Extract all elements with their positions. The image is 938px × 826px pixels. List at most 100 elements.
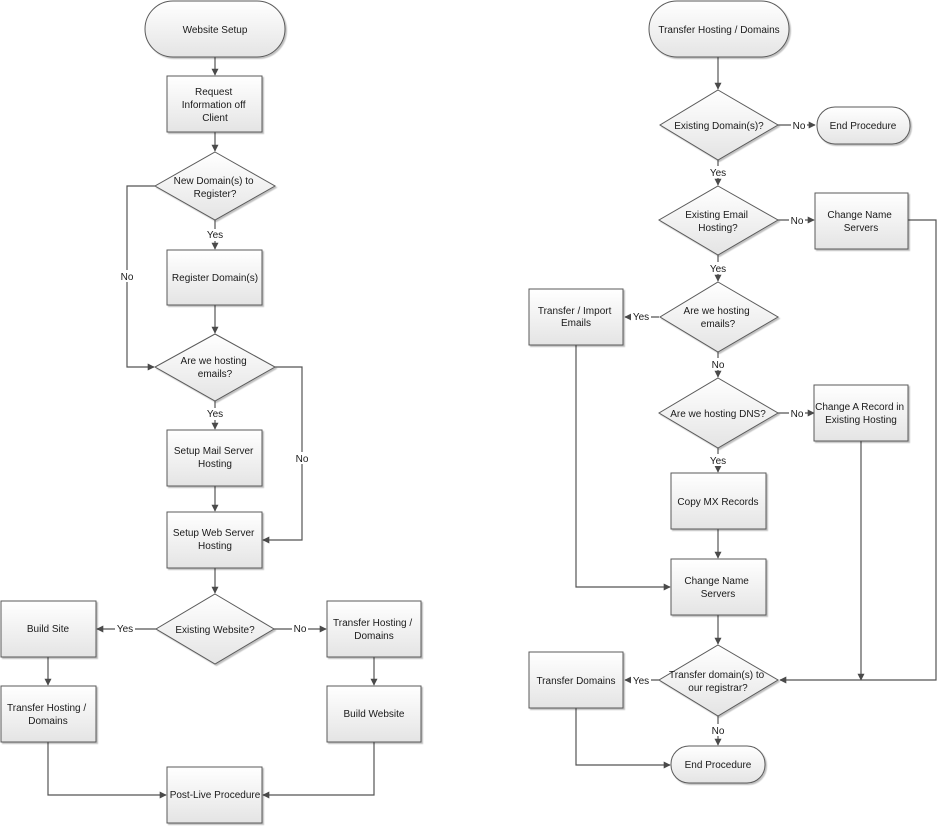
node-request-info[interactable]: Request Information off Client — [166, 75, 263, 133]
label-bg — [115, 623, 135, 635]
node-label: Change Name Servers — [827, 210, 894, 234]
label-line: Hosting — [198, 541, 232, 552]
label-line: Client — [202, 113, 228, 124]
label-line: Transfer domain(s) to — [669, 670, 765, 681]
edge-label-no: No — [121, 272, 134, 283]
label-line: Servers — [844, 223, 878, 234]
node-transfer-hosting-start[interactable]: Transfer Hosting / Domains — [648, 0, 790, 58]
label-line: Transfer Hosting / — [333, 618, 412, 629]
node-label: Transfer Hosting / Domains — [7, 703, 89, 727]
node-change-ns-top[interactable]: Change Name Servers — [814, 192, 909, 250]
node-transfer-domains[interactable]: Transfer Domains — [528, 651, 624, 709]
label-line: Setup Mail Server — [174, 446, 254, 457]
node-transfer-hosting-right[interactable]: Transfer Hosting / Domains — [326, 600, 422, 658]
decision-existing-domains[interactable]: Existing Domain(s)? — [659, 89, 779, 161]
label-bg — [294, 452, 310, 464]
process-shape — [166, 511, 263, 569]
node-post-live[interactable]: Post-Live Procedure — [166, 766, 263, 824]
node-copy-mx[interactable]: Copy MX Records — [670, 472, 767, 530]
label-bg — [789, 407, 805, 419]
node-label: Change Name Servers — [684, 576, 751, 600]
node-label: Existing Domain(s)? — [674, 121, 764, 132]
node-label: Existing Website? — [175, 625, 255, 636]
node-label: Request Information off Client — [182, 87, 249, 124]
decision-transfer-domains[interactable]: Transfer domain(s) to our registrar? — [658, 644, 779, 717]
decision-shape — [658, 377, 779, 449]
label-line: Are we hosting — [181, 356, 247, 367]
label-line: Servers — [701, 589, 735, 600]
node-setup-web[interactable]: Setup Web Server Hosting — [166, 511, 263, 569]
edge-label-no: No — [296, 454, 309, 465]
edge-labels-right: No Yes No Yes Yes No No Yes Yes No — [631, 119, 807, 737]
decision-shape — [659, 281, 779, 353]
decision-hosting-emails-left[interactable]: Are we hosting emails? — [153, 333, 277, 402]
edge-transfer-to-post-live — [47, 742, 167, 799]
node-label: New Domain(s) to Register? — [174, 176, 257, 200]
label-bg — [791, 119, 807, 131]
label-line: Transfer Hosting / — [7, 703, 86, 714]
edge-label-no: No — [793, 121, 806, 132]
node-build-site[interactable]: Build Site — [0, 600, 97, 658]
node-end-procedure-bottom[interactable]: End Procedure — [670, 745, 766, 784]
label-bg — [710, 358, 726, 370]
node-change-a-record[interactable]: Change A Record in Existing Hosting — [813, 384, 909, 442]
label-bg — [119, 270, 135, 282]
process-shape — [528, 288, 624, 346]
label-line: emails? — [198, 369, 233, 380]
decision-existing-website[interactable]: Existing Website? — [155, 593, 275, 665]
process-shape — [326, 600, 422, 658]
node-label: Setup Web Server Hosting — [173, 528, 257, 552]
process-shape — [166, 766, 263, 824]
node-label: Transfer Hosting / Domains — [658, 25, 779, 36]
connectors-left — [44, 57, 378, 799]
process-shape — [813, 384, 909, 442]
terminator-shape — [670, 745, 766, 784]
label-line: Hosting — [198, 459, 232, 470]
node-build-website[interactable]: Build Website — [326, 685, 422, 743]
edge-label-yes: Yes — [207, 409, 223, 420]
label-line: Domains — [28, 716, 67, 727]
decision-hosting-emails-right[interactable]: Are we hosting emails? — [659, 281, 779, 353]
label-bg — [708, 454, 728, 466]
node-label: Setup Mail Server Hosting — [174, 446, 256, 470]
label-bg — [708, 166, 728, 178]
edge-transfer-import-to-change-ns-b — [575, 345, 671, 591]
node-register-domains[interactable]: Register Domain(s) — [166, 249, 263, 306]
node-label: Transfer Domains — [536, 676, 615, 687]
terminator-shape — [816, 106, 911, 145]
process-shape — [0, 600, 97, 658]
decision-existing-email[interactable]: Existing Email Hosting? — [658, 185, 780, 256]
node-transfer-import[interactable]: Transfer / Import Emails — [528, 288, 624, 346]
decision-new-domains[interactable]: New Domain(s) to Register? — [153, 151, 277, 221]
decision-shape — [658, 644, 779, 717]
edge-label-yes: Yes — [710, 168, 726, 179]
label-line: Change Name — [684, 576, 749, 587]
edge-label-no: No — [791, 216, 804, 227]
label-line: our registrar? — [688, 683, 748, 694]
label-bg — [631, 674, 651, 686]
decision-hosting-dns[interactable]: Are we hosting DNS? — [658, 377, 779, 449]
edge-label-no: No — [712, 360, 725, 371]
decision-shape — [155, 593, 275, 665]
node-website-setup[interactable]: Website Setup — [144, 0, 286, 58]
terminator-shape — [144, 0, 286, 58]
label-line: Domains — [354, 631, 393, 642]
node-label: Build Site — [27, 624, 70, 635]
label-line: Register? — [194, 189, 237, 200]
node-label: Are we hosting DNS? — [670, 409, 766, 420]
process-shape — [528, 651, 624, 709]
label-line: Information off — [182, 100, 246, 111]
node-change-ns-bottom[interactable]: Change Name Servers — [670, 558, 767, 616]
decision-shape — [658, 185, 780, 256]
label-bg — [205, 229, 225, 241]
node-setup-mail[interactable]: Setup Mail Server Hosting — [166, 429, 263, 487]
label-line: Change Name — [827, 210, 892, 221]
label-line: New Domain(s) to — [174, 176, 254, 187]
node-label: Transfer domain(s) to our registrar? — [669, 670, 767, 694]
node-end-procedure-top[interactable]: End Procedure — [816, 106, 911, 145]
node-label: Post-Live Procedure — [170, 790, 261, 801]
edge-label-yes: Yes — [117, 624, 133, 635]
decision-shape — [153, 333, 277, 402]
edge-label-yes: Yes — [710, 456, 726, 467]
node-transfer-hosting-left[interactable]: Transfer Hosting / Domains — [0, 685, 97, 743]
